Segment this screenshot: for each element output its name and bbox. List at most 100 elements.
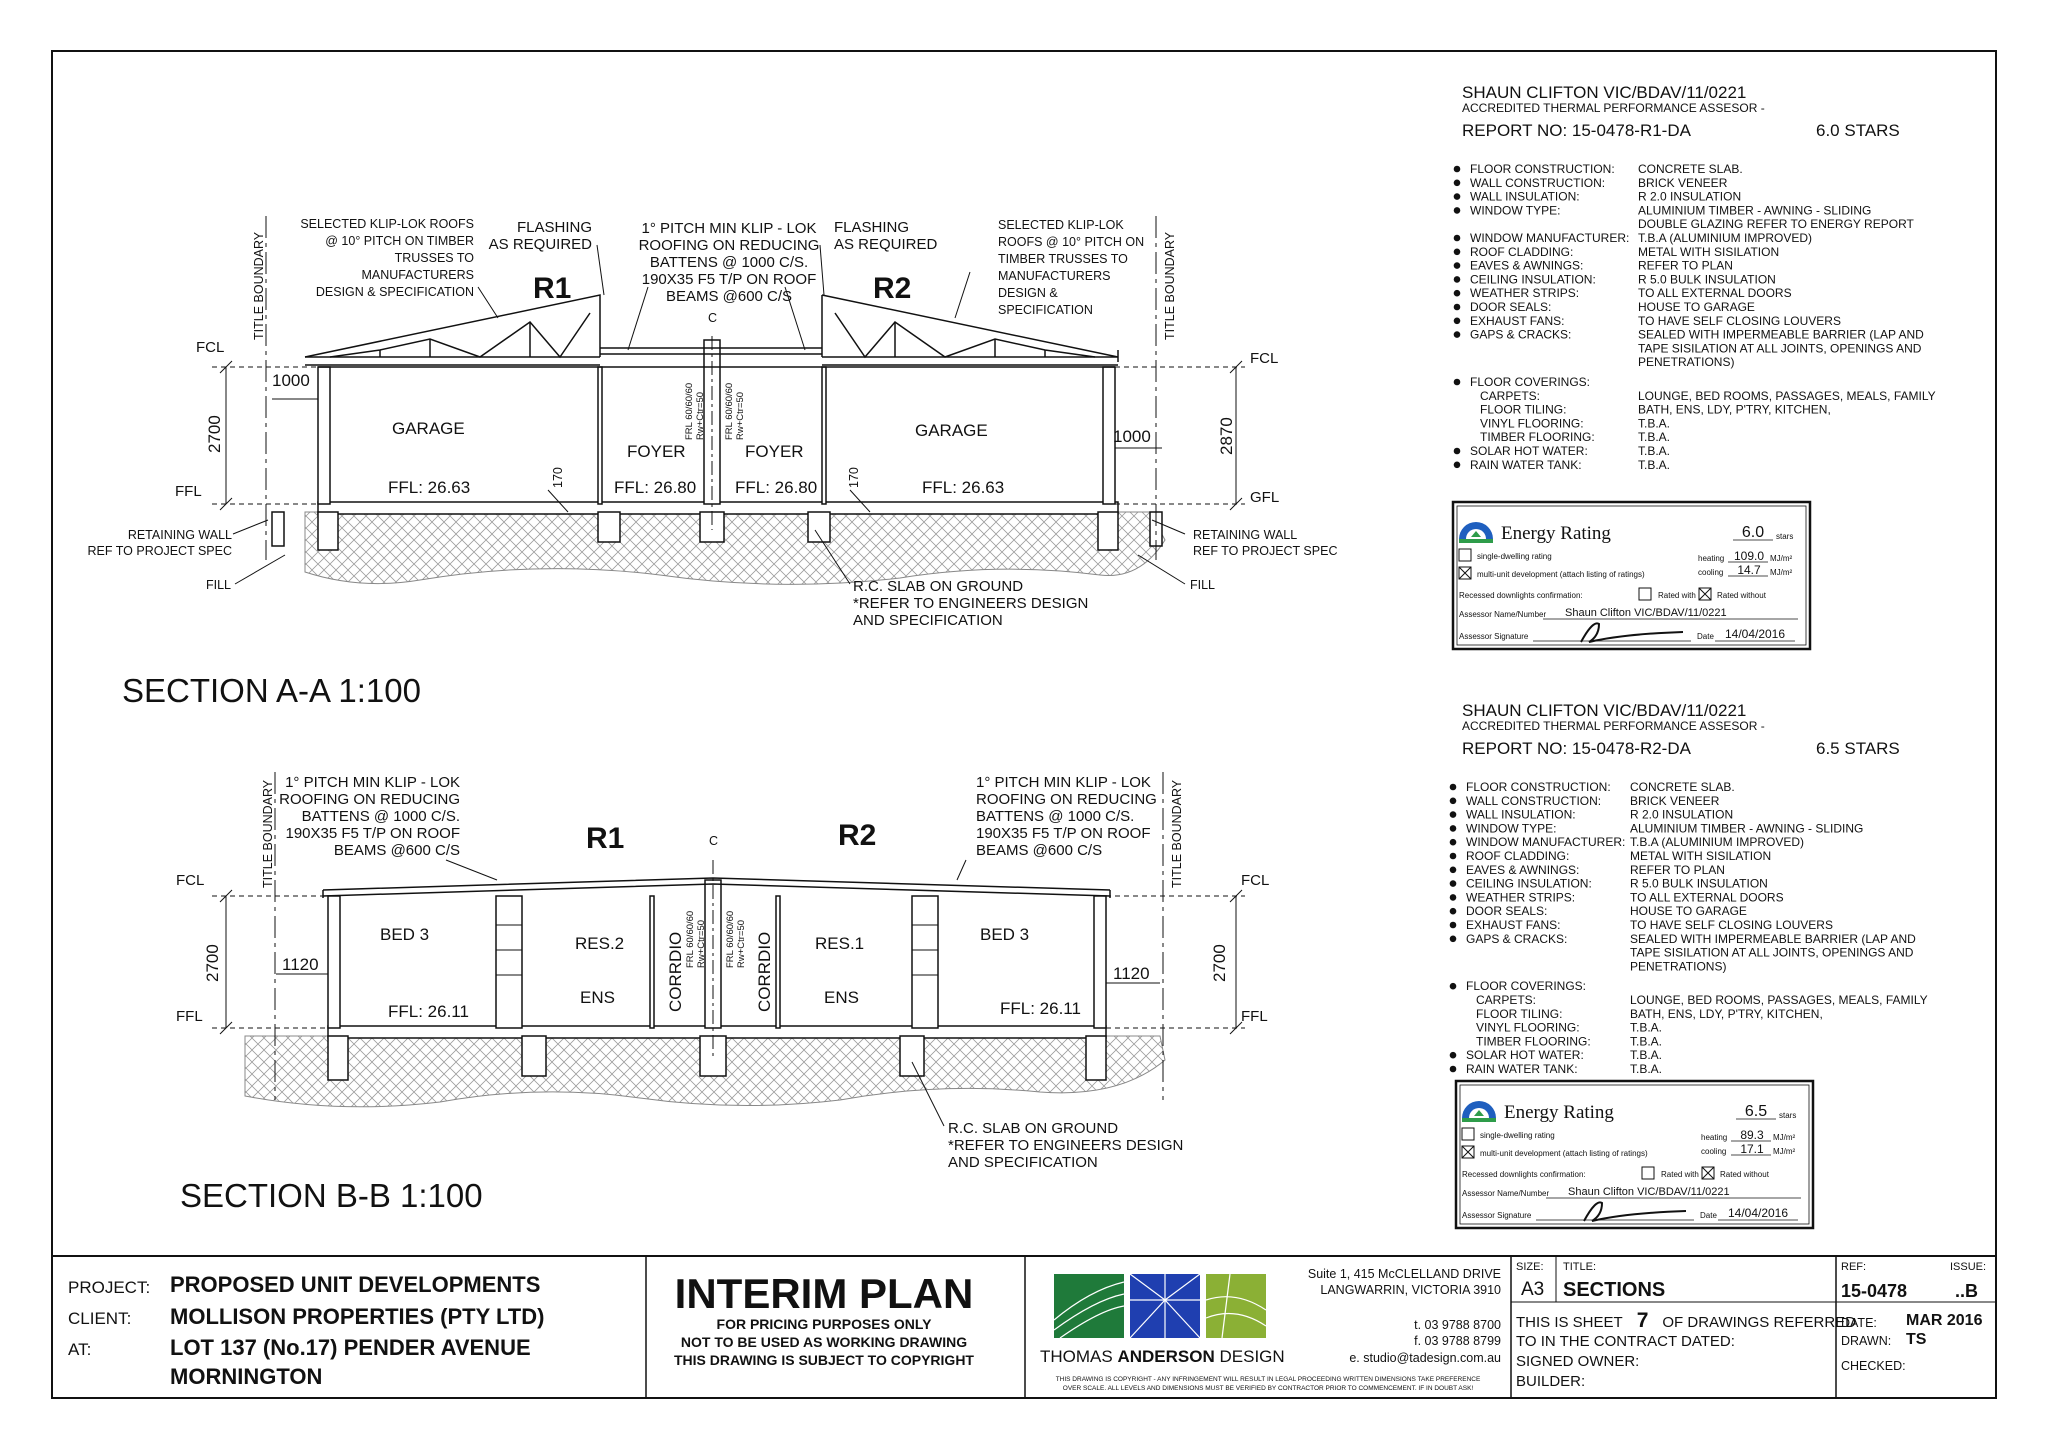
checkmark-x-icon <box>1461 1145 1475 1159</box>
report-item-value: TO ALL EXTERNAL DOORS <box>1638 286 1792 300</box>
report-assessor: SHAUN CLIFTON VIC/BDAV/11/0221 <box>1462 83 1746 102</box>
firm-name-bold: ANDERSON <box>1117 1347 1214 1366</box>
sheet-border <box>51 50 1997 1399</box>
bullet-icon <box>1453 179 1461 187</box>
rated-with-checkbox <box>1641 1166 1655 1180</box>
at-label: AT: <box>68 1340 91 1359</box>
assessor-name-label: Assessor Name/Number <box>1459 610 1546 619</box>
firm-name-light: THOMAS <box>1040 1347 1113 1366</box>
report-item-key: GAPS & CRACKS: <box>1466 932 1567 946</box>
a-room-garage-right: GARAGE <box>915 421 988 440</box>
report-item-value: R 5.0 BULK INSULATION <box>1638 272 1776 286</box>
a-gfl-right: GFL <box>1250 489 1279 506</box>
b-wall-spec-right-1: FRL 60/60/60 <box>725 911 736 968</box>
report-item-value: METAL WITH SISILATION <box>1638 245 1779 259</box>
report-item-value: T.B.A. <box>1638 444 1670 458</box>
report-item-value: HOUSE TO GARAGE <box>1630 904 1747 918</box>
copyright-line-1: THIS DRAWING IS COPYRIGHT - ANY INFRINGE… <box>1056 1376 1481 1383</box>
report-item-value: METAL WITH SISILATION <box>1630 849 1771 863</box>
section-b-wall-left <box>327 895 341 1029</box>
bullet-icon <box>1453 234 1461 242</box>
report-item-value: REFER TO PLAN <box>1638 259 1733 273</box>
report-item-key: WALL CONSTRUCTION: <box>1466 794 1601 808</box>
section-b-leaders <box>445 859 967 1127</box>
section-b-title: SECTION B-B 1:100 <box>180 1177 483 1214</box>
recessed-label: Recessed downlights confirmation: <box>1462 1170 1586 1179</box>
bullet-icon <box>1449 838 1457 846</box>
client-label: CLIENT: <box>68 1309 131 1328</box>
a-dim-1000-right: 1000 <box>1113 427 1151 446</box>
report-item-value: TAPE SISILATION AT ALL JOINTS, OPENINGS … <box>1630 946 1914 960</box>
copyright-line-2: OVER SCALE. ALL LEVELS AND DIMENSIONS MU… <box>1063 1385 1474 1392</box>
a-note-roof-right-5: DESIGN & <box>998 286 1058 300</box>
a-unit-r1: R1 <box>533 272 571 305</box>
b-slab-note: R.C. SLAB ON GROUND *REFER TO ENGINEERS … <box>948 1120 1183 1171</box>
section-b-dimensions <box>212 772 1245 1100</box>
section-a-a: FCL FFL FCL GFL 1000 1000 2700 2870 170 … <box>88 216 1337 709</box>
report-item-key: CEILING INSULATION: <box>1466 877 1592 891</box>
energy-rating-title: Energy Rating <box>1504 1102 1614 1123</box>
single-dwelling-checkbox <box>1458 548 1472 562</box>
report-item-value: T.B.A. <box>1638 416 1670 430</box>
date-value: 14/04/2016 <box>1725 627 1785 641</box>
b-dim-1120-left: 1120 <box>282 955 319 974</box>
report-item-value: BATH, ENS, LDY, P'TRY, KITCHEN, <box>1638 403 1831 417</box>
b-slab-note-2: *REFER TO ENGINEERS DESIGN <box>948 1137 1183 1154</box>
bullet-icon <box>1453 248 1461 256</box>
report-item-value: ALUMINIUM TIMBER - AWNING - SLIDING <box>1638 203 1871 217</box>
firm-phone: t. 03 9788 8700 <box>1414 1318 1501 1332</box>
b-fcl-right: FCL <box>1241 872 1269 889</box>
logo-block-lime <box>1206 1274 1266 1338</box>
report-stars: 6.0 STARS <box>1816 121 1900 140</box>
a-note-roof-right-6: SPECIFICATION <box>998 303 1093 317</box>
energy-stars-unit: stars <box>1776 532 1793 541</box>
project-label: PROJECT: <box>68 1278 150 1297</box>
section-a-footings <box>317 511 1119 551</box>
b-note-klip-left-3: BATTENS @ 1000 C/S. <box>302 808 460 825</box>
a-note-klip-center-5: BEAMS @600 C/S <box>666 288 792 305</box>
report-item-key: EAVES & AWNINGS: <box>1466 863 1579 877</box>
b-dim-1120-right: 1120 <box>1113 964 1150 983</box>
report-item-key: WINDOW MANUFACTURER: <box>1470 231 1629 245</box>
cooling-value: 17.1 <box>1740 1142 1764 1156</box>
bullet-icon <box>1453 303 1461 311</box>
report-item-value: T.B.A. <box>1630 1021 1662 1035</box>
a-fill-right: FILL <box>1190 578 1215 592</box>
bullet-icon <box>1449 825 1457 832</box>
sheet-text-b: OF DRAWINGS REFERRED <box>1662 1314 1856 1331</box>
a-room-foyer-left: FOYER <box>627 442 686 461</box>
section-a-wall-left <box>317 366 331 505</box>
checkmark-x-icon <box>1701 1166 1715 1180</box>
report-item-key: FLOOR COVERINGS: <box>1470 375 1590 389</box>
report-item-value: CONCRETE SLAB. <box>1638 162 1743 176</box>
report-item-value: HOUSE TO GARAGE <box>1638 300 1755 314</box>
b-wall-spec-left-2: Rw+Ctr=50 <box>696 920 707 968</box>
heating-value: 109.0 <box>1734 549 1764 563</box>
b-note-klip-right-3: BATTENS @ 1000 C/S. <box>976 808 1134 825</box>
firm-logo: THOMAS ANDERSON DESIGN <box>1040 1273 1285 1366</box>
b-room-bed3-right: BED 3 <box>980 925 1029 944</box>
report-item-key: CEILING INSULATION: <box>1470 272 1596 286</box>
bullet-icon <box>1453 447 1461 455</box>
client-value: MOLLISON PROPERTIES (PTY LTD) <box>170 1304 544 1329</box>
logo-block-green <box>1054 1274 1124 1338</box>
drawn-value: TS <box>1906 1331 1927 1348</box>
b-wall-spec-left: FRL 60/60/60 Rw+Ctr=50 <box>685 911 707 968</box>
contract-line: TO IN THE CONTRACT DATED: <box>1516 1333 1735 1350</box>
ref-value: 15-0478 <box>1841 1281 1907 1301</box>
report-item-value: ALUMINIUM TIMBER - AWNING - SLIDING <box>1630 821 1863 835</box>
assessor-name-value: Shaun Clifton VIC/BDAV/11/0221 <box>1568 1186 1730 1198</box>
report-item-key: EXHAUST FANS: <box>1470 314 1564 328</box>
a-note-flashing-right-2: AS REQUIRED <box>834 236 938 253</box>
report-item-key: VINYL FLOORING: <box>1480 416 1584 430</box>
b-ffl-left: FFL <box>176 1008 203 1025</box>
report-item-value: REFER TO PLAN <box>1630 863 1725 877</box>
bullet-icon <box>1453 207 1461 214</box>
report-item-key: WALL CONSTRUCTION: <box>1470 176 1605 190</box>
report-item-key: EAVES & AWNINGS: <box>1470 259 1583 273</box>
report-item-key: WEATHER STRIPS: <box>1466 890 1575 904</box>
section-b-footings <box>327 1035 1107 1081</box>
thermal-reports: SHAUN CLIFTON VIC/BDAV/11/0221ACCREDITED… <box>1449 83 1936 1230</box>
a-note-roof-left-5: DESIGN & SPECIFICATION <box>316 285 474 299</box>
bullet-icon <box>1453 331 1461 338</box>
